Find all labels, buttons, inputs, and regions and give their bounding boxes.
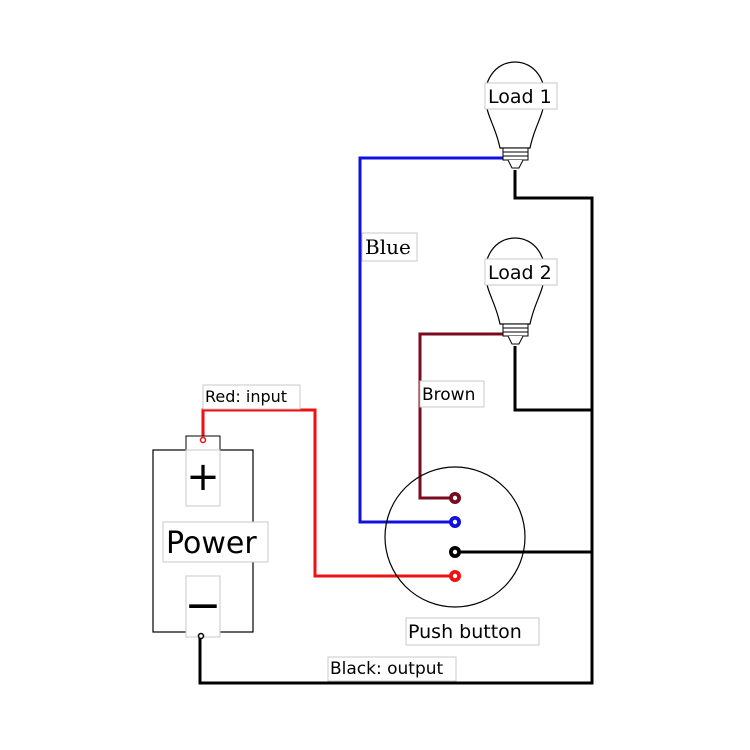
load-1-label-box <box>484 82 558 110</box>
push-button-label-box <box>405 617 540 646</box>
bulb-load-2 <box>484 237 546 345</box>
blue-wire <box>358 156 505 524</box>
positive-terminal <box>199 436 207 444</box>
red-input-label: Red: input <box>205 387 287 406</box>
black-wire-load1 <box>198 170 594 685</box>
black-output-label: Black: output <box>330 659 444 679</box>
blue-label-box <box>361 232 418 262</box>
red-wire <box>201 408 455 578</box>
terminal-black <box>449 546 461 558</box>
power-label: Power <box>166 526 257 561</box>
load-2-label: Load 2 <box>488 262 552 284</box>
minus-sign: − <box>185 580 222 631</box>
black-wire-load2 <box>513 346 592 412</box>
load-2-label-box <box>484 258 558 286</box>
negative-terminal <box>197 632 205 640</box>
plus-sign: + <box>186 454 220 500</box>
red-input-label-box <box>202 384 301 410</box>
blue-wire-label: Blue <box>365 235 411 259</box>
brown-wire <box>418 332 505 500</box>
push-button-body <box>384 466 526 608</box>
terminal-blue <box>449 516 461 528</box>
load-1-label: Load 1 <box>488 86 552 108</box>
power-label-box <box>162 521 269 563</box>
bulb-load-1 <box>484 61 546 169</box>
brown-wire-label: Brown <box>422 385 475 405</box>
push-button-label: Push button <box>408 621 522 643</box>
terminal-brown <box>449 492 461 504</box>
black-output-label-box <box>327 656 457 682</box>
terminal-red <box>449 570 461 582</box>
brown-label-box <box>419 380 485 408</box>
